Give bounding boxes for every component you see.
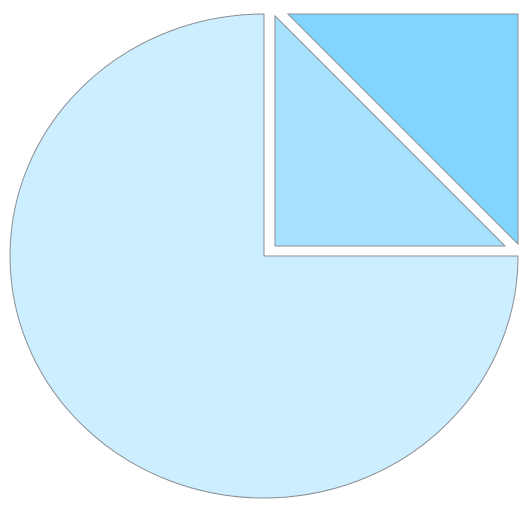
large-three-quarter-sector — [9, 13, 519, 499]
lower-left-triangle — [274, 14, 507, 247]
upper-right-triangle — [286, 13, 519, 246]
